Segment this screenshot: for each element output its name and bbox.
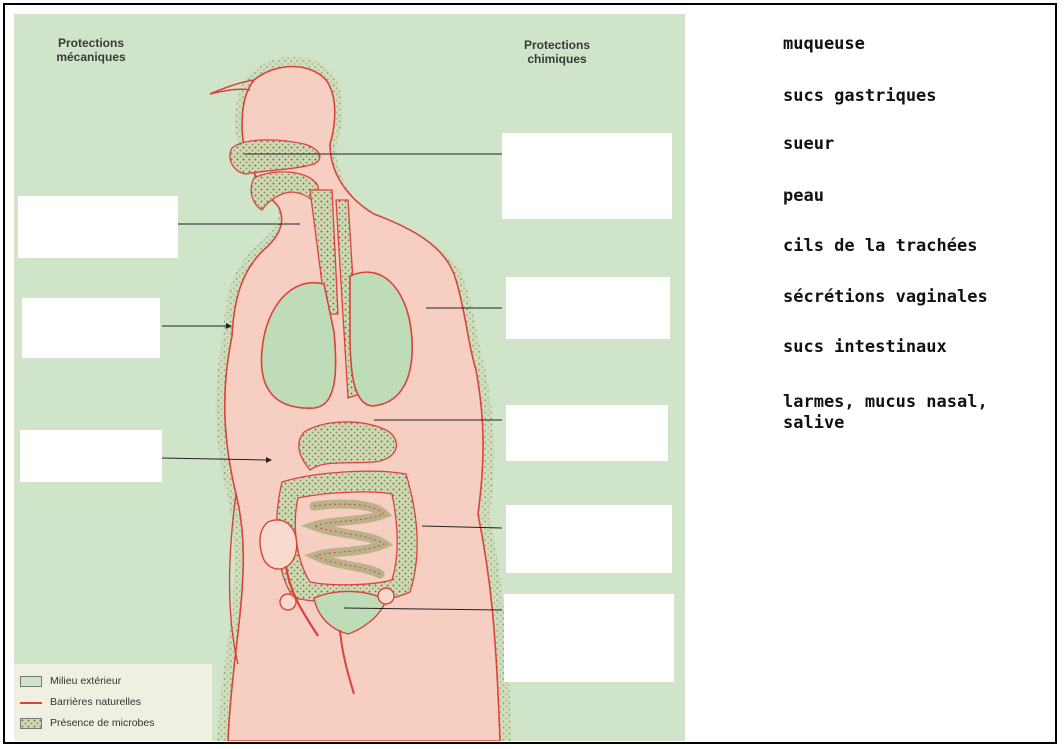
ovary-left — [280, 594, 296, 610]
word-bank-item: larmes, mucus nasal, salive — [783, 392, 1053, 434]
legend-label: Présence de microbes — [50, 717, 154, 729]
legend-label: Milieu extérieur — [50, 675, 121, 687]
heading-chemical-protections: Protections chimiques — [502, 38, 612, 66]
word-bank-item: sucs gastriques — [783, 86, 1053, 107]
answer-box-right-4[interactable] — [506, 505, 672, 573]
heading-mechanical-protections: Protections mécaniques — [36, 36, 146, 64]
word-bank-item: sucs intestinaux — [783, 337, 1053, 358]
ovary-right — [378, 588, 394, 604]
word-bank-item: peau — [783, 186, 1053, 207]
swatch-plain-green — [20, 676, 42, 687]
answer-box-right-2[interactable] — [506, 277, 670, 339]
body-diagram: Protections mécaniques Protections chimi… — [14, 14, 685, 741]
answer-box-left-2[interactable] — [22, 298, 160, 358]
word-bank-item: sueur — [783, 134, 1053, 155]
answer-box-left-3[interactable] — [20, 430, 162, 482]
answer-box-right-1[interactable] — [502, 133, 672, 219]
word-bank-item: sécrétions vaginales — [783, 287, 1053, 308]
swatch-red-line — [20, 702, 42, 704]
answer-box-right-5[interactable] — [504, 594, 674, 682]
legend: Milieu extérieur Barrières naturelles Pr… — [14, 664, 212, 741]
word-bank-item: muqueuse — [783, 34, 1053, 55]
answer-box-right-3[interactable] — [506, 405, 668, 461]
word-bank-item: cils de la trachées — [783, 236, 1053, 257]
legend-label: Barrières naturelles — [50, 696, 141, 708]
swatch-dotted — [20, 718, 42, 729]
answer-box-left-1[interactable] — [18, 196, 178, 258]
kidney — [260, 520, 297, 569]
